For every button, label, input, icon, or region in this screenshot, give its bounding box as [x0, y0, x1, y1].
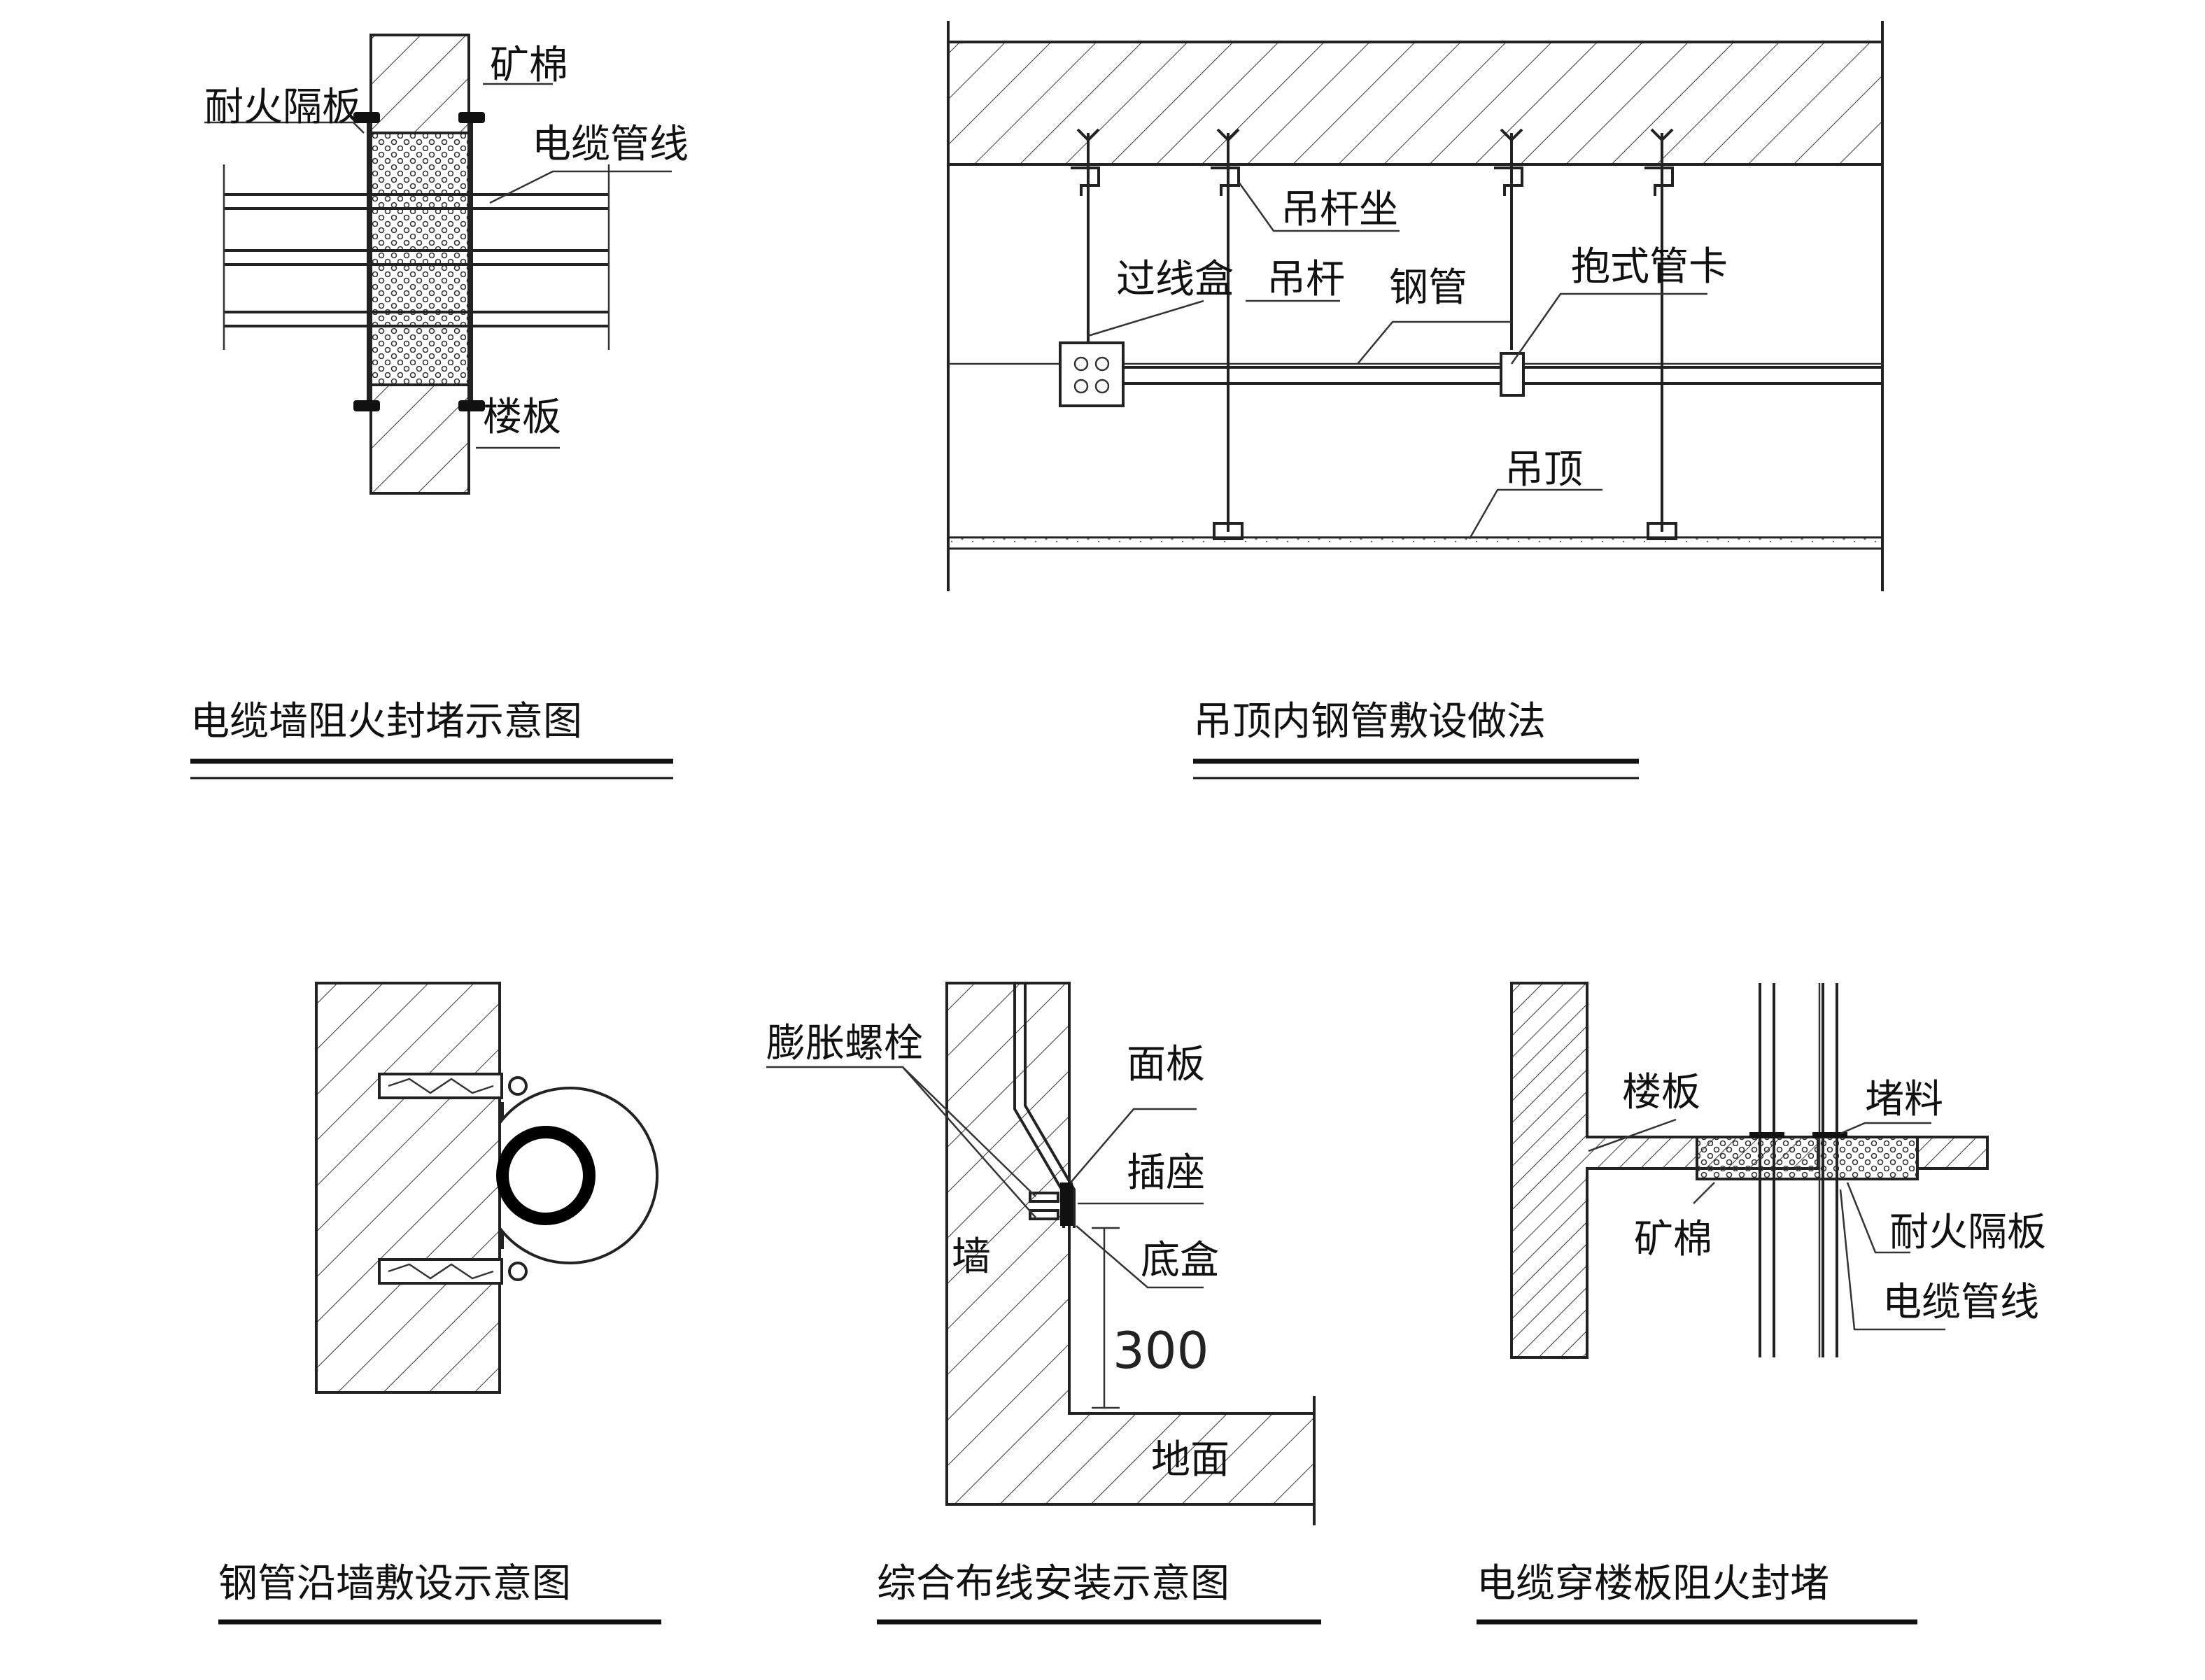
- label-rod-seat: 吊杆坐: [1281, 187, 1398, 232]
- steel-pipe-circle: [496, 1126, 596, 1225]
- label-socket: 插座: [1127, 1150, 1205, 1196]
- label-pipe-clamp: 抱式管卡: [1571, 244, 1728, 290]
- title-ceiling-pipe: 吊顶内钢管敷设做法: [1193, 699, 1546, 744]
- label-mineral-wool-2: 矿棉: [1634, 1217, 1712, 1262]
- slab-right: [1916, 1136, 1989, 1170]
- panel-wall-fire-seal: 耐火隔板 矿棉 电缆管线 楼板 电缆墙阻火封堵示意图: [190, 34, 689, 779]
- label-wall: 墙: [952, 1234, 991, 1280]
- label-cable-2: 电缆管线: [1882, 1280, 2039, 1325]
- panel-pipe-along-wall: 钢管沿墙敷设示意图: [218, 982, 661, 1625]
- label-rod: 吊杆: [1267, 257, 1345, 302]
- label-floor: 地面: [1151, 1437, 1230, 1483]
- wall-upper: [369, 34, 470, 134]
- panel-ceiling-pipe: 吊杆坐 过线盒 吊杆 钢管 抱式管卡 吊顶 吊顶内钢管敷设做法: [947, 21, 1884, 779]
- wall-section: [315, 982, 501, 1394]
- label-junction-box: 过线盒: [1116, 257, 1234, 302]
- mineral-wool-plug: [1696, 1136, 1919, 1180]
- pipe-clamp: [1500, 352, 1525, 397]
- junction-box: [1059, 341, 1125, 407]
- dimension-300: 300: [1113, 1321, 1209, 1380]
- label-fire-board: 耐火隔板: [204, 85, 361, 130]
- concrete-slab: [947, 41, 1884, 166]
- title-wall-fire-seal: 电缆墙阻火封堵示意图: [190, 699, 582, 744]
- label-sealant: 堵料: [1865, 1077, 1943, 1122]
- title-floor-fire-seal: 电缆穿楼板阻火封堵: [1477, 1561, 1829, 1607]
- label-floor-slab: 楼板: [483, 395, 561, 440]
- label-mineral-wool: 矿棉: [490, 43, 568, 88]
- wall-lower: [369, 383, 470, 495]
- title-pipe-along-wall: 钢管沿墙敷设示意图: [218, 1561, 571, 1607]
- label-ceiling: 吊顶: [1505, 447, 1583, 493]
- label-cable: 电缆管线: [532, 122, 689, 167]
- panel-floor-fire-seal: 楼板 堵料 矿棉 耐火隔板 电缆管线 电缆穿楼板阻火封堵: [1477, 982, 2046, 1625]
- ceiling-board: [947, 536, 1884, 550]
- label-fire-board-2: 耐火隔板: [1889, 1210, 2046, 1255]
- mineral-wool-fill: [369, 132, 470, 386]
- label-base-box: 底盒: [1141, 1238, 1219, 1283]
- label-floor-slab-2: 楼板: [1622, 1070, 1700, 1115]
- label-expansion-bolt: 膨胀螺栓: [766, 1021, 923, 1066]
- panel-cabling-installation: 300 膨胀螺栓 面板 插座 底盒 墙 地面 综合布线安装示意图: [766, 982, 1321, 1625]
- cable-lines: [223, 164, 610, 350]
- title-cabling-installation: 综合布线安装示意图: [877, 1561, 1230, 1607]
- label-steel-pipe: 钢管: [1389, 265, 1467, 311]
- label-face-plate: 面板: [1127, 1042, 1205, 1087]
- hanger-rods: [1071, 128, 1674, 532]
